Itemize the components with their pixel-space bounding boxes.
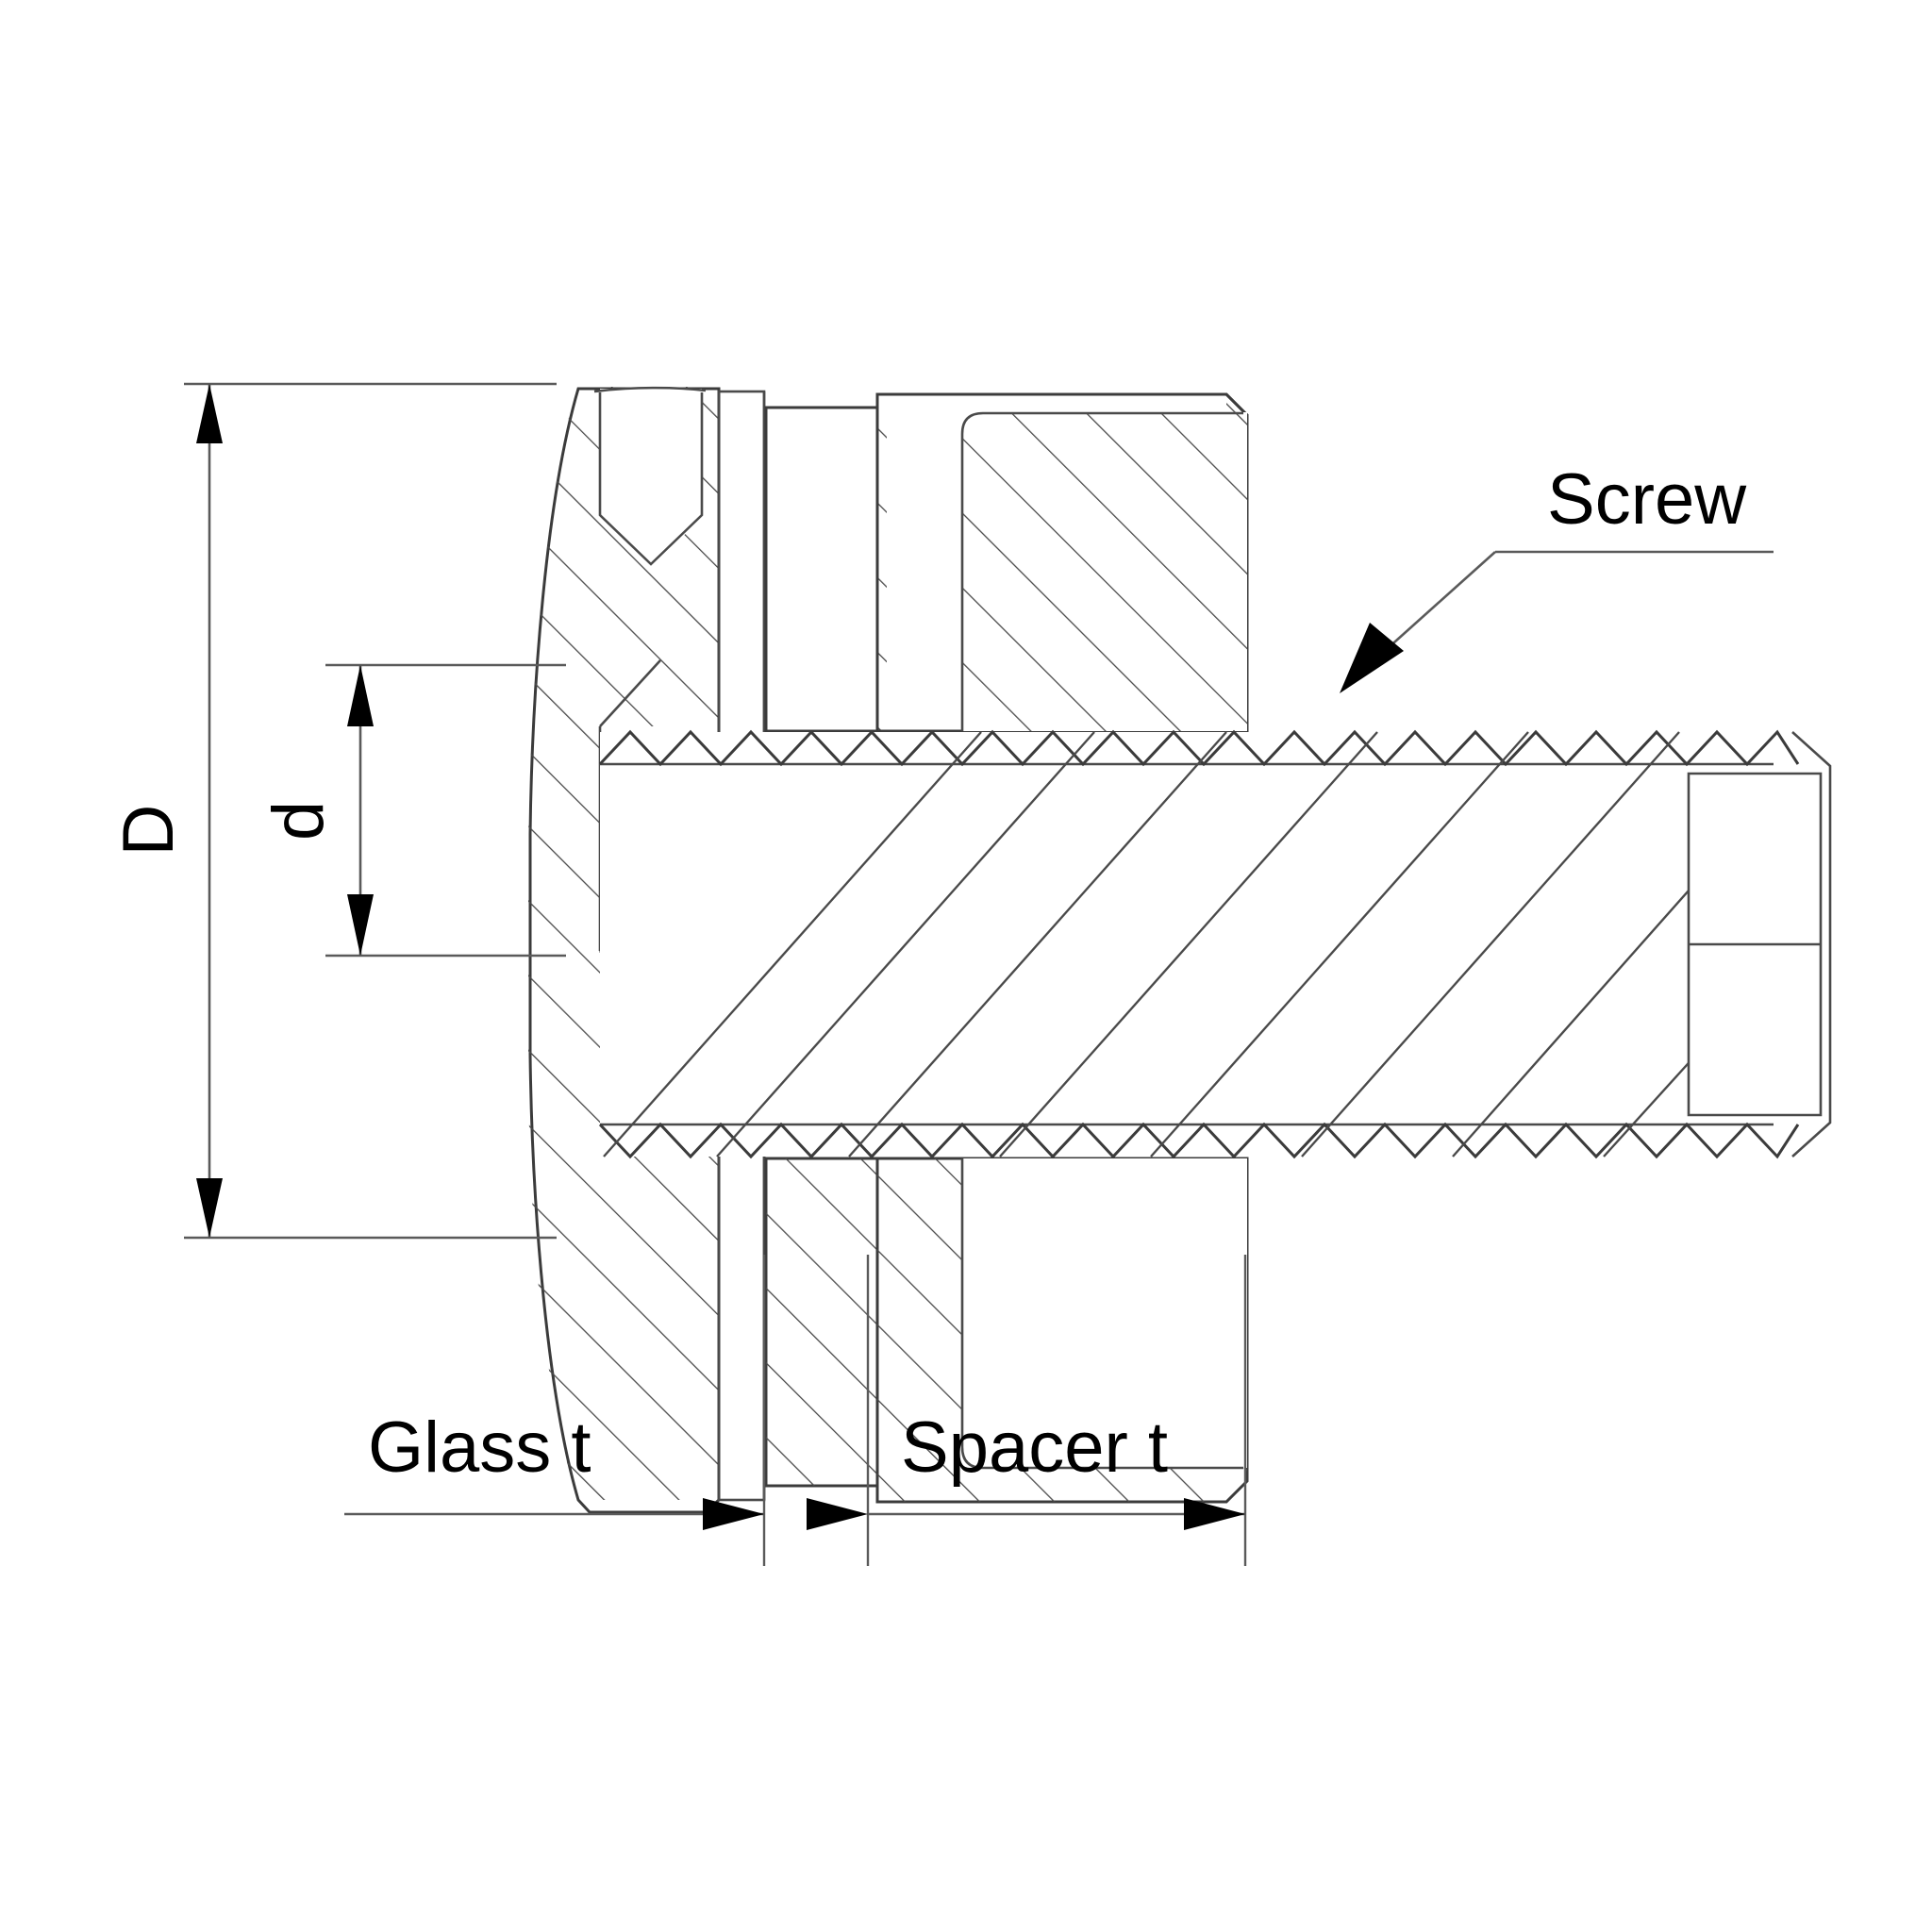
screw-leader-arrowhead — [1340, 623, 1404, 693]
thread-profile-upper — [598, 729, 1800, 767]
spacer-arrow-left — [807, 1498, 868, 1530]
flange-hatch-lower — [766, 1158, 877, 1486]
screw-tip-chamfer — [1791, 731, 1832, 1158]
d-arrow-bottom — [347, 894, 374, 956]
callout-screw: Screw — [1340, 459, 1774, 693]
screw-shank — [598, 729, 1832, 1159]
screw-helix-lines — [603, 731, 1798, 1158]
hex-socket-top-edge — [593, 386, 707, 393]
label-spacer-t: Spacer t — [901, 1407, 1168, 1488]
spacer-bore-lower-fill — [962, 1158, 1247, 1468]
dimension-d: d — [258, 663, 566, 958]
label-glass-t: Glass t — [368, 1407, 591, 1488]
glass-arrow-right — [703, 1498, 764, 1530]
dimension-label-d: d — [258, 801, 339, 841]
hex-socket-fill — [600, 389, 702, 562]
dimension-label-D: D — [108, 805, 189, 857]
cap-bore-cone-upper — [599, 659, 661, 727]
screw-tip-box — [1687, 772, 1823, 1117]
screw-shank-fill — [600, 732, 1830, 1157]
spacer-arrow-right — [1184, 1498, 1245, 1530]
label-screw: Screw — [1547, 459, 1747, 540]
d-arrow-top — [347, 665, 374, 726]
D-arrow-bottom — [196, 1178, 223, 1238]
flange-hatch-upper — [877, 401, 887, 731]
thread-profile-lower — [598, 1122, 1800, 1159]
dimension-glass-t: Glass t — [344, 1255, 766, 1566]
hex-socket-recess — [598, 392, 704, 566]
dimension-spacer-t: Spacer t — [807, 1255, 1247, 1566]
D-arrow-top — [196, 384, 223, 443]
dimension-D: D — [108, 382, 557, 1240]
spacer-upper-hatch — [877, 394, 1247, 731]
spacer-flange-upper-outline — [764, 406, 879, 733]
